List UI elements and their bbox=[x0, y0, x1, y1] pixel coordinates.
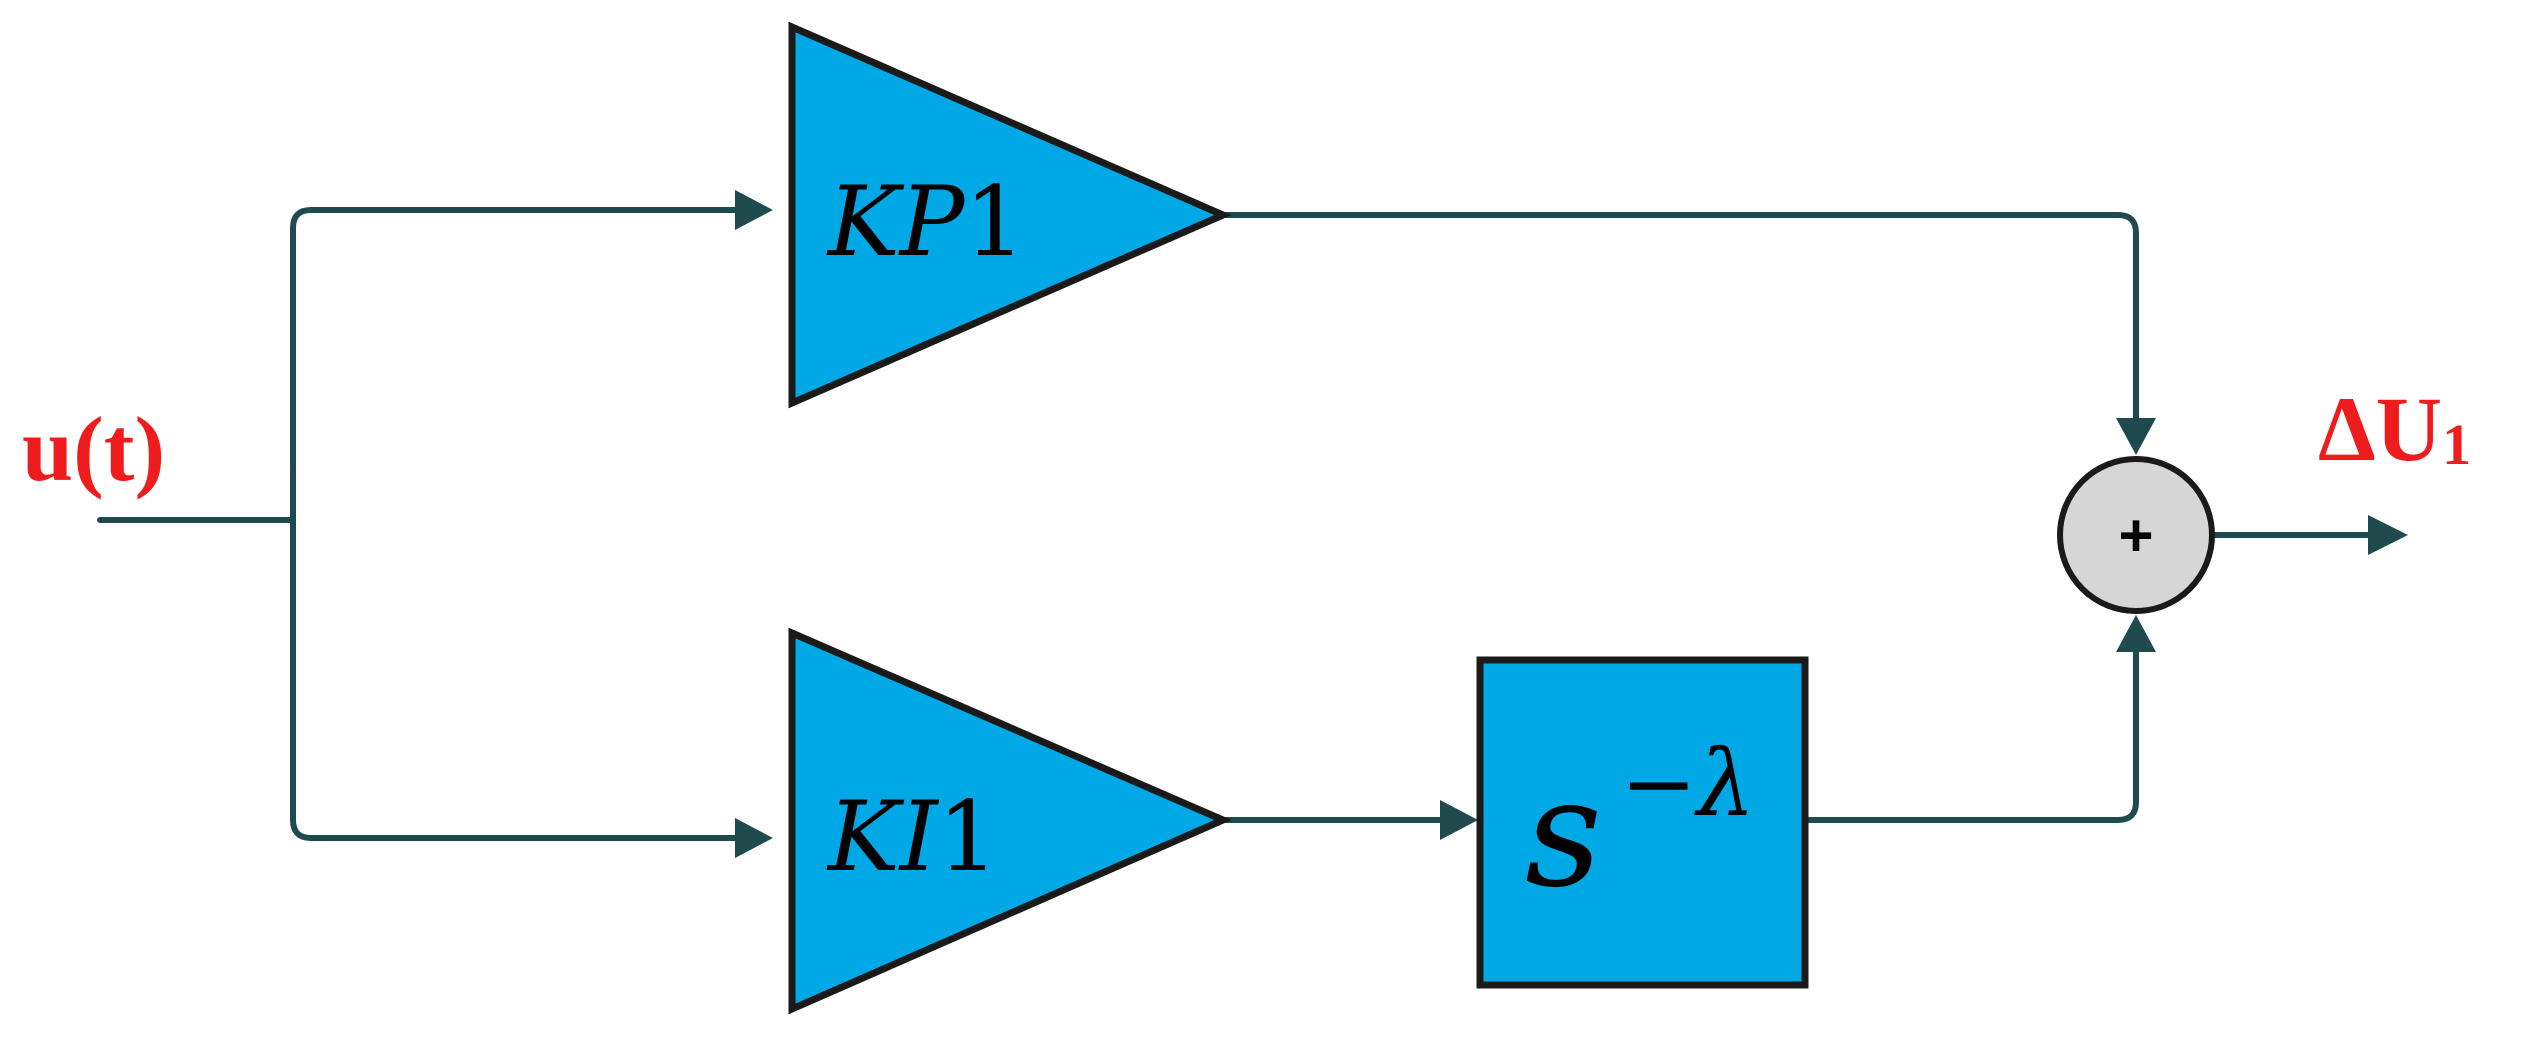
kp-gain-block: KP1 bbox=[788, 21, 1232, 409]
ki-triangle bbox=[788, 627, 1232, 1015]
kp-triangle bbox=[788, 21, 1232, 409]
ki-gain-label: KI1 bbox=[826, 781, 999, 893]
arrow-frac-to-sum bbox=[2116, 615, 2156, 652]
output-label: ΔU1 bbox=[2318, 378, 2471, 480]
arrow-to-kp bbox=[735, 190, 773, 230]
lower-branch-wire bbox=[290, 467, 743, 841]
arrow-kp-to-sum bbox=[2116, 418, 2156, 455]
arrow-to-ki bbox=[735, 818, 773, 858]
arrow-output bbox=[2368, 515, 2408, 555]
kp-gain-label: KP1 bbox=[826, 166, 1025, 278]
fractional-operator-block: s −λ bbox=[1476, 656, 1809, 989]
fractional-box bbox=[1476, 656, 1809, 989]
arrow-to-frac bbox=[1440, 800, 1478, 840]
frac-output-wire bbox=[1802, 645, 2139, 823]
fractional-exponent: −λ bbox=[1620, 730, 1755, 837]
input-label: u(t) bbox=[22, 398, 165, 500]
wires bbox=[97, 207, 2373, 841]
summing-junction: + bbox=[2057, 456, 2215, 614]
kp-output-wire bbox=[1222, 212, 2139, 423]
arrowheads bbox=[735, 190, 2408, 858]
ki-gain-block: KI1 bbox=[788, 627, 1232, 1015]
sum-sign: + bbox=[2118, 502, 2153, 569]
fractional-base: s bbox=[1525, 747, 1602, 921]
upper-branch-wire bbox=[290, 207, 743, 473]
sum-circle bbox=[2057, 456, 2215, 614]
